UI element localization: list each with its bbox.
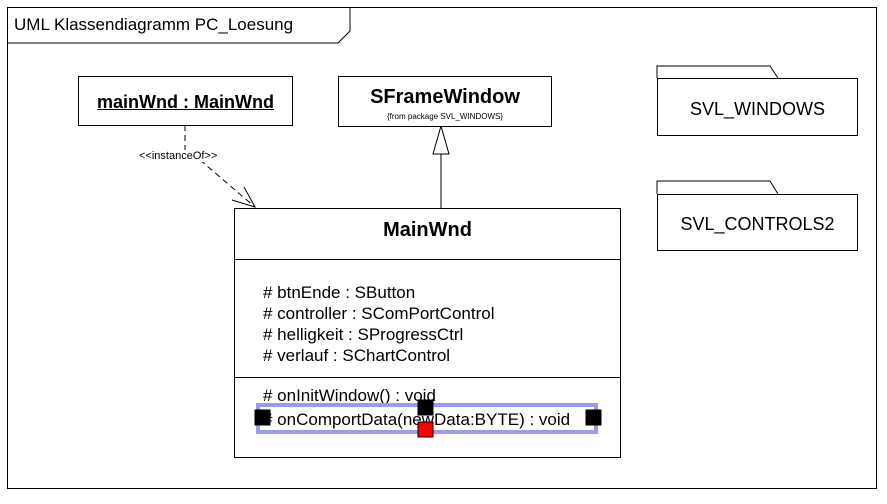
class-attribute[interactable]: # controller : SComPortControl xyxy=(263,304,495,323)
diagram-frame xyxy=(7,7,877,489)
package-tab-svl-windows xyxy=(656,65,779,79)
object-label: mainWnd : MainWnd xyxy=(97,92,274,112)
class-attribute[interactable]: # verlauf : SChartControl xyxy=(263,346,451,365)
instanceof-stereotype-label: <<instanceOf>> xyxy=(137,150,220,162)
superclass-name: SFrameWindow xyxy=(370,86,520,108)
class-operation[interactable]: # onInitWindow() : void xyxy=(263,386,436,405)
resize-handle-top xyxy=(417,399,434,416)
package-svl-windows[interactable]: SVL_WINDOWS xyxy=(657,78,858,136)
class-sframewindow[interactable]: SFrameWindow {from package SVL_WINDOWS} xyxy=(338,76,552,127)
superclass-from-package: {from package SVL_WINDOWS} xyxy=(386,112,504,121)
generalization-arrowhead xyxy=(432,124,450,155)
instanceof-dependency-line-lower xyxy=(199,159,256,208)
resize-handle-bottom-active xyxy=(417,421,434,438)
class-attribute[interactable]: # helligkeit : SProgressCtrl xyxy=(263,325,464,344)
resize-handle-left xyxy=(254,409,271,426)
class-mainwnd[interactable]: MainWnd # btnEnde : SButton # controller… xyxy=(234,208,621,458)
package-svl-controls2[interactable]: SVL_CONTROLS2 xyxy=(657,194,858,251)
package-name: SVL_CONTROLS2 xyxy=(680,214,835,234)
class-separator-attributes xyxy=(235,259,620,260)
class-attribute[interactable]: # btnEnde : SButton xyxy=(263,283,416,302)
object-mainwnd[interactable]: mainWnd : MainWnd xyxy=(78,76,293,126)
package-tab-svl-controls2 xyxy=(656,180,779,195)
package-name: SVL_WINDOWS xyxy=(689,99,826,119)
class-name: MainWnd xyxy=(383,219,472,241)
resize-handle-right xyxy=(585,409,602,426)
instanceof-arrowhead xyxy=(231,186,257,208)
diagram-title: UML Klassendiagramm PC_Loesung xyxy=(14,15,294,34)
class-separator-operations xyxy=(235,377,620,378)
class-operation-selected[interactable]: # onComportData(newData:BYTE) : void xyxy=(263,410,571,429)
